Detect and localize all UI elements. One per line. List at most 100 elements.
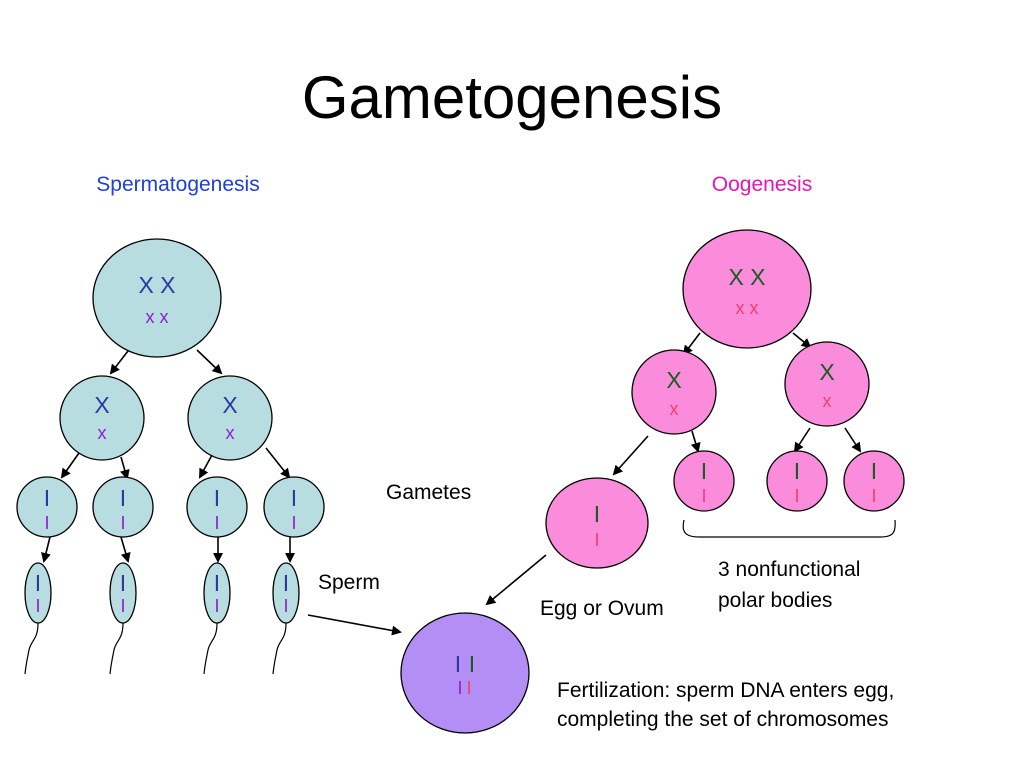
chromosome-large: I (44, 485, 50, 511)
female-chromosome-small: I (466, 678, 471, 698)
chromosome-small: I (594, 530, 599, 550)
sperm-label: Sperm (318, 571, 380, 594)
cell-body (186, 476, 248, 538)
chromosome-small: I (44, 513, 49, 533)
sperm-secondary-cell: X x (187, 375, 273, 461)
cell-body (263, 476, 325, 538)
arrow (612, 435, 649, 476)
oo-parent-cell: X X x x (682, 229, 812, 349)
chromosome-small: x (823, 391, 832, 411)
cell-body (92, 238, 222, 358)
spermatogenesis-tree: X X x x X x X x I I I I (16, 238, 402, 675)
sperm-cell: I I (272, 562, 300, 675)
chromosome-large: I (594, 501, 600, 527)
chromosomes-large: X X (728, 264, 765, 290)
chromosome-large: I (120, 570, 126, 596)
arrow (793, 427, 811, 453)
chromosome-large: I (871, 458, 877, 484)
sperm-tail (203, 622, 218, 675)
polar-body: I I (673, 450, 735, 512)
chromosome-small: I (283, 596, 288, 616)
arrow (196, 349, 223, 375)
chromosome-large: I (35, 570, 41, 596)
arrow (690, 430, 701, 453)
polar-bodies-label-line2: polar bodies (718, 589, 832, 612)
cell-body (784, 341, 870, 427)
chromosomes-small: x x (735, 298, 758, 318)
chromosome-large: X (666, 367, 681, 393)
chromosome-small: I (871, 486, 876, 506)
egg-to-zygote-arrow (485, 554, 547, 606)
sperm-tail (272, 622, 287, 675)
sperm-cell: I I (109, 562, 137, 675)
chromosome-small: x (98, 423, 107, 443)
arrow (792, 332, 812, 349)
chromosome-small: I (214, 596, 219, 616)
sperm-secondary-cell: X x (59, 375, 145, 461)
sperm-cell: I I (24, 562, 52, 675)
oo-secondary-cell: X x (784, 341, 870, 427)
arrow (120, 536, 131, 563)
female-chromosome-large: I (469, 651, 475, 677)
spermatid: I I (92, 476, 154, 538)
chromosome-large: I (794, 458, 800, 484)
chromosome-large: I (120, 485, 126, 511)
chromosome-small: I (794, 486, 799, 506)
arrow (109, 350, 129, 375)
sperm-parent-cell: X X x x (92, 238, 222, 358)
chromosome-large: I (701, 458, 707, 484)
sperm-tail (109, 622, 124, 675)
polar-body: I I (766, 450, 828, 512)
cell-body (16, 476, 78, 538)
polar-bodies-label-line1: 3 nonfunctional (718, 558, 860, 581)
cell-body (843, 450, 905, 512)
zygote-cell: I I I I (400, 612, 530, 734)
chromosome-large: X (94, 392, 109, 418)
chromosome-small: I (120, 513, 125, 533)
spermatid: I I (186, 476, 248, 538)
chromosome-large: I (283, 570, 289, 596)
chromosome-large: I (214, 485, 220, 511)
fertilization-caption-line1: Fertilization: sperm DNA enters egg, (557, 679, 894, 702)
chromosome-small: x (226, 423, 235, 443)
cell-body (682, 229, 812, 349)
chromosome-small: I (35, 596, 40, 616)
cell-body (673, 450, 735, 512)
male-chromosome-large: I (455, 651, 461, 677)
cell-body (187, 375, 273, 461)
oogenesis-heading: Oogenesis (712, 173, 812, 196)
chromosome-small: x (670, 399, 679, 419)
arrow (199, 454, 213, 479)
chromosome-large: X (819, 359, 834, 385)
fertilization-caption-line2: completing the set of chromosomes (557, 708, 889, 731)
cell-body (59, 375, 145, 461)
chromosome-large: I (291, 485, 297, 511)
oo-secondary-cell: X x (631, 349, 717, 435)
chromosome-large: I (214, 570, 220, 596)
chromosome-small: I (701, 486, 706, 506)
spermatogenesis-heading: Spermatogenesis (96, 173, 259, 196)
egg-label: Egg or Ovum (540, 597, 664, 620)
cell-body (631, 349, 717, 435)
gametes-label: Gametes (386, 481, 471, 504)
oogenesis-tree: X X x x X x X x I I Egg or Ovum (485, 229, 905, 620)
spermatid: I I (16, 476, 78, 538)
chromosome-small: I (214, 513, 219, 533)
arrow (844, 427, 862, 453)
cell-body (545, 477, 649, 569)
chromosome-small: I (291, 513, 296, 533)
chromosomes-large: X X (138, 272, 175, 298)
sperm-to-zygote-arrow (307, 614, 402, 636)
chromosomes-small: x x (145, 307, 168, 327)
arrow (41, 536, 51, 563)
arrow (682, 332, 701, 356)
polar-bodies-bracket (682, 519, 896, 538)
sperm-tail (24, 622, 39, 675)
cell-body (766, 450, 828, 512)
cell-body (400, 612, 530, 734)
chromosome-small: I (120, 596, 125, 616)
sperm-cell: I I (203, 562, 231, 675)
arrow (265, 447, 291, 479)
spermatid: I I (263, 476, 325, 538)
